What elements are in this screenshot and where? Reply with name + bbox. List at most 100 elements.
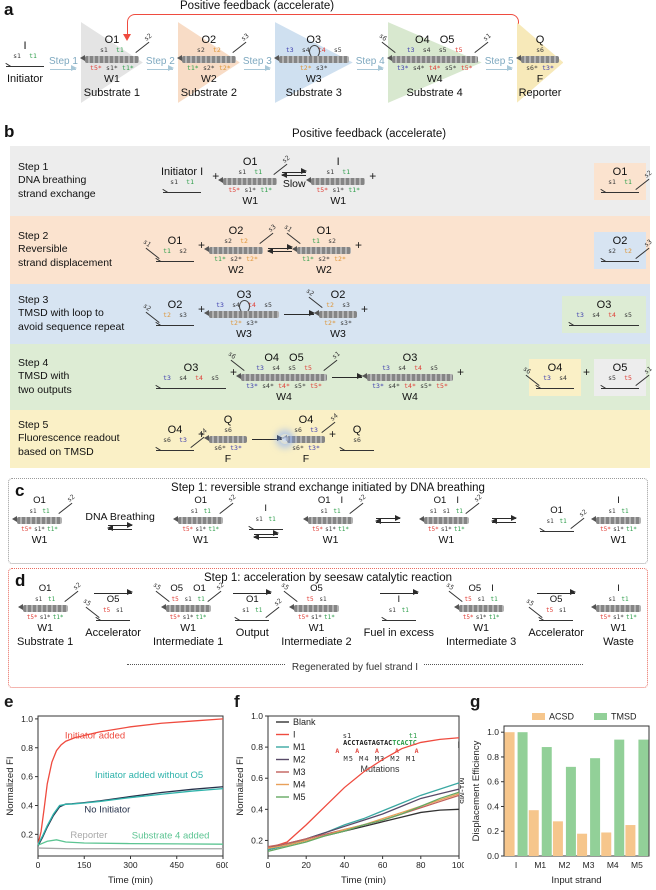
species-name-row: O2 — [197, 34, 222, 46]
domain-label: t2* — [324, 318, 336, 327]
overhang-label: s1 — [330, 349, 342, 361]
reaction-arrow — [357, 65, 385, 72]
domain-label-row: t2*s3* — [319, 319, 357, 328]
species-name: O5 — [612, 361, 628, 374]
curve-annotation: Reporter — [70, 830, 107, 841]
overhang-label: s1 — [282, 222, 294, 234]
domain-label: s5 — [430, 363, 438, 372]
step-description-line: strand exchange — [18, 187, 96, 200]
domain-label: t3 — [285, 46, 294, 54]
domain-label: s1* — [311, 614, 322, 621]
panel-a-label: a — [4, 0, 14, 19]
x-tick-label: 150 — [77, 860, 91, 870]
domain-label: t5* — [427, 526, 439, 533]
domain-label: s5 — [333, 46, 342, 54]
domain-label: s1 — [255, 515, 263, 523]
species-name-row: O1 — [238, 156, 263, 168]
species-caption: Accelerator — [85, 626, 141, 639]
legend-swatch — [594, 713, 607, 720]
domain-label: t1* — [122, 64, 134, 72]
single-strand-line — [381, 619, 416, 621]
plus-sign: + — [198, 302, 206, 316]
domain-label: s1 — [608, 508, 616, 515]
domain-label: t4* — [278, 381, 290, 390]
domain-label: t4 — [317, 46, 326, 54]
reaction-arrow — [147, 65, 175, 72]
domain-label: t1 — [455, 508, 463, 515]
domain-label: s1 — [477, 596, 485, 603]
equilibrium-arrow — [375, 514, 402, 525]
overhang-label: s2 — [65, 492, 77, 504]
arrowhead-right — [301, 168, 308, 175]
species-name-row: O4 — [294, 414, 319, 426]
domain-label: s1 — [608, 177, 616, 186]
arrowhead-right — [357, 373, 364, 380]
domain-label: t1 — [254, 167, 263, 176]
species-caption: Accelerator — [528, 626, 584, 639]
y-tick-label: 0.4 — [21, 800, 33, 810]
arrowhead-right — [272, 530, 279, 537]
overhang-label: s2 — [226, 492, 238, 504]
domain-label: t5 — [304, 363, 312, 372]
reaction-arrow — [108, 521, 134, 528]
bar-ACSD-M4 — [601, 832, 612, 856]
species-name-row: O5 — [545, 594, 568, 606]
reaction-arrow — [107, 525, 133, 532]
domain-label: s1* — [39, 614, 51, 621]
step-description-line: based on TMSD — [18, 445, 94, 458]
domain-label: t1* — [47, 526, 58, 533]
series-line-M5 — [267, 791, 460, 852]
x-axis-title: Time (min) — [108, 875, 153, 886]
domain-label-row: s6*t3* — [287, 444, 325, 453]
strand-graphic — [204, 434, 248, 443]
step-description-line: Step 4 — [18, 356, 49, 369]
strand-graphic: s4 — [280, 411, 340, 444]
domain-label: t1* — [195, 614, 207, 621]
plus-sign: + — [230, 365, 238, 379]
strand-graphic: s2 — [539, 508, 588, 535]
y-tick-label: 1.0 — [487, 727, 499, 737]
overhang-label: s6 — [521, 364, 533, 376]
species-caption: Output — [235, 626, 269, 639]
bar-ACSD-M2 — [552, 821, 563, 856]
strand-graphic — [362, 372, 454, 381]
domain-label: s2* — [230, 254, 242, 263]
species-name-row: O5 — [608, 362, 633, 374]
species-name: O4 — [415, 34, 430, 46]
inset-s1-label: s1 — [342, 732, 352, 740]
domain-label: t3 — [256, 363, 264, 372]
domain-label-row: s6*t3* — [209, 444, 247, 453]
species-name: I — [336, 155, 340, 168]
strand-graphic: s5 — [82, 596, 131, 624]
inset-sequence: ACCTAGTAGTACTCACTC — [314, 739, 446, 748]
domain-label: t5 — [454, 46, 463, 54]
plus-sign: + — [457, 365, 465, 379]
domain-label: t1* — [52, 614, 64, 621]
duplex-bar: s2 — [305, 286, 358, 318]
domain-label-row: s6 — [521, 46, 559, 55]
strand-graphic — [306, 176, 366, 185]
domain-label: t5 — [464, 596, 472, 603]
species-name-row: O2 — [163, 299, 188, 311]
domain-label: t1 — [312, 236, 320, 245]
domain-label-row: t1*s2*t2* — [209, 255, 263, 264]
complex-name: W2 — [200, 73, 217, 85]
single-strand-line: s2 — [141, 301, 194, 326]
species-name-row: O3 — [592, 299, 617, 311]
plus-sign: + — [212, 169, 220, 183]
